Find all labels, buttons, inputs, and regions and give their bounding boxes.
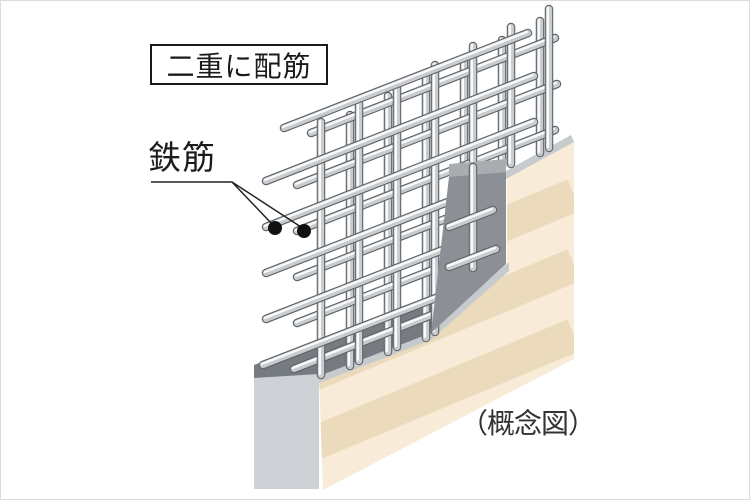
wall-stripe-3 xyxy=(319,319,574,465)
rebar-stub-1-highlight xyxy=(446,207,494,228)
rebar-horizontal-front-6-highlight xyxy=(260,286,460,366)
rebar-horizontal-front-4-highlight xyxy=(263,193,464,274)
label-double-rebar-box: 二重に配筋 xyxy=(150,44,328,85)
rebar-horizontal-front-2-highlight xyxy=(263,73,535,182)
wall-end-cross-section xyxy=(254,374,319,489)
rebar-horizontal-front-5-body xyxy=(262,238,467,323)
rebar-horizontal-front-1-highlight xyxy=(281,30,529,129)
wall-top-strip xyxy=(319,262,509,383)
rebar-stub-2-body xyxy=(445,245,500,271)
pointer-line xyxy=(151,181,302,228)
rebar-stub-1-body xyxy=(445,206,497,231)
rebar-horizontal-front-4-body xyxy=(262,192,467,277)
rebar-marker-dot-2 xyxy=(297,224,311,238)
rebar-marker-dot-1 xyxy=(268,221,282,235)
rebar-horizontal-front-6-body xyxy=(259,285,463,369)
rebar-horizontal-front-3-highlight xyxy=(263,119,535,228)
rebar-horizontal-front-2-body xyxy=(262,72,538,185)
rebar-horizontal-front-3-body xyxy=(262,118,538,231)
label-rebar: 鉄筋 xyxy=(148,139,216,176)
caption-conceptual-diagram: （概念図） xyxy=(460,408,596,439)
rebar-horizontal-front-5-highlight xyxy=(263,239,464,320)
rebar-stub-2-highlight xyxy=(446,246,497,268)
rebar-horizontal-front-1-body xyxy=(280,29,532,132)
